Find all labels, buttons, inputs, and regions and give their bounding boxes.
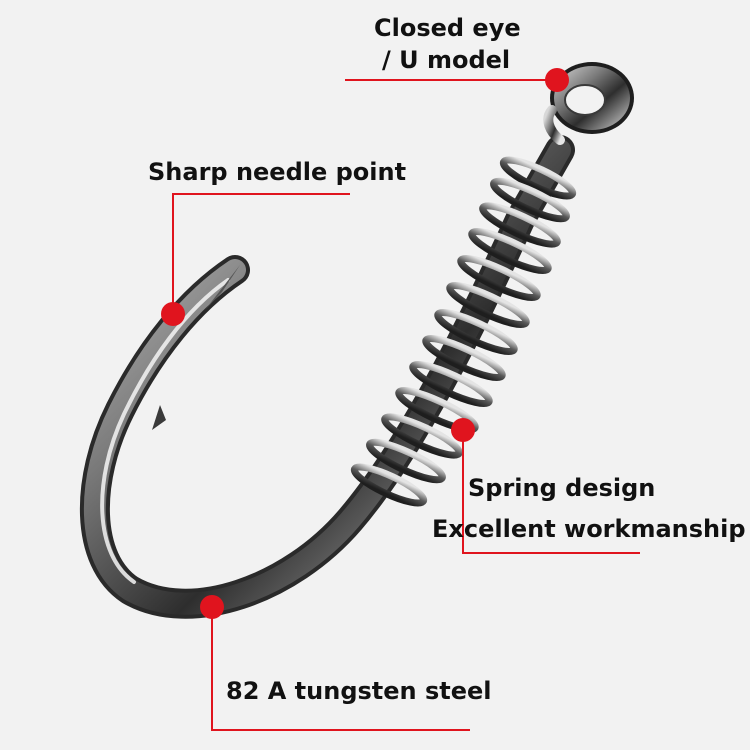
spring-callout-dot	[451, 418, 475, 442]
callout-lines	[172, 79, 640, 731]
material-callout-dot	[200, 595, 224, 619]
material-callout-line	[211, 607, 470, 731]
point-label: Sharp needle point	[148, 158, 407, 186]
point-callout-dot	[161, 302, 185, 326]
material-label: 82 A tungsten steel	[226, 677, 492, 705]
eye-label-line1: Closed eye	[374, 14, 521, 42]
spring-label-line2: Excellent workmanship	[432, 515, 746, 543]
eye-label-line2: / U model	[382, 46, 511, 74]
eye-callout-dot	[545, 68, 569, 92]
callout-dots	[161, 68, 569, 619]
spring-coil	[350, 156, 577, 507]
spring-label-line1: Spring design	[468, 474, 656, 502]
closed-eye	[543, 62, 634, 145]
spring-callout-line	[462, 430, 640, 554]
point-callout-line	[172, 193, 350, 314]
